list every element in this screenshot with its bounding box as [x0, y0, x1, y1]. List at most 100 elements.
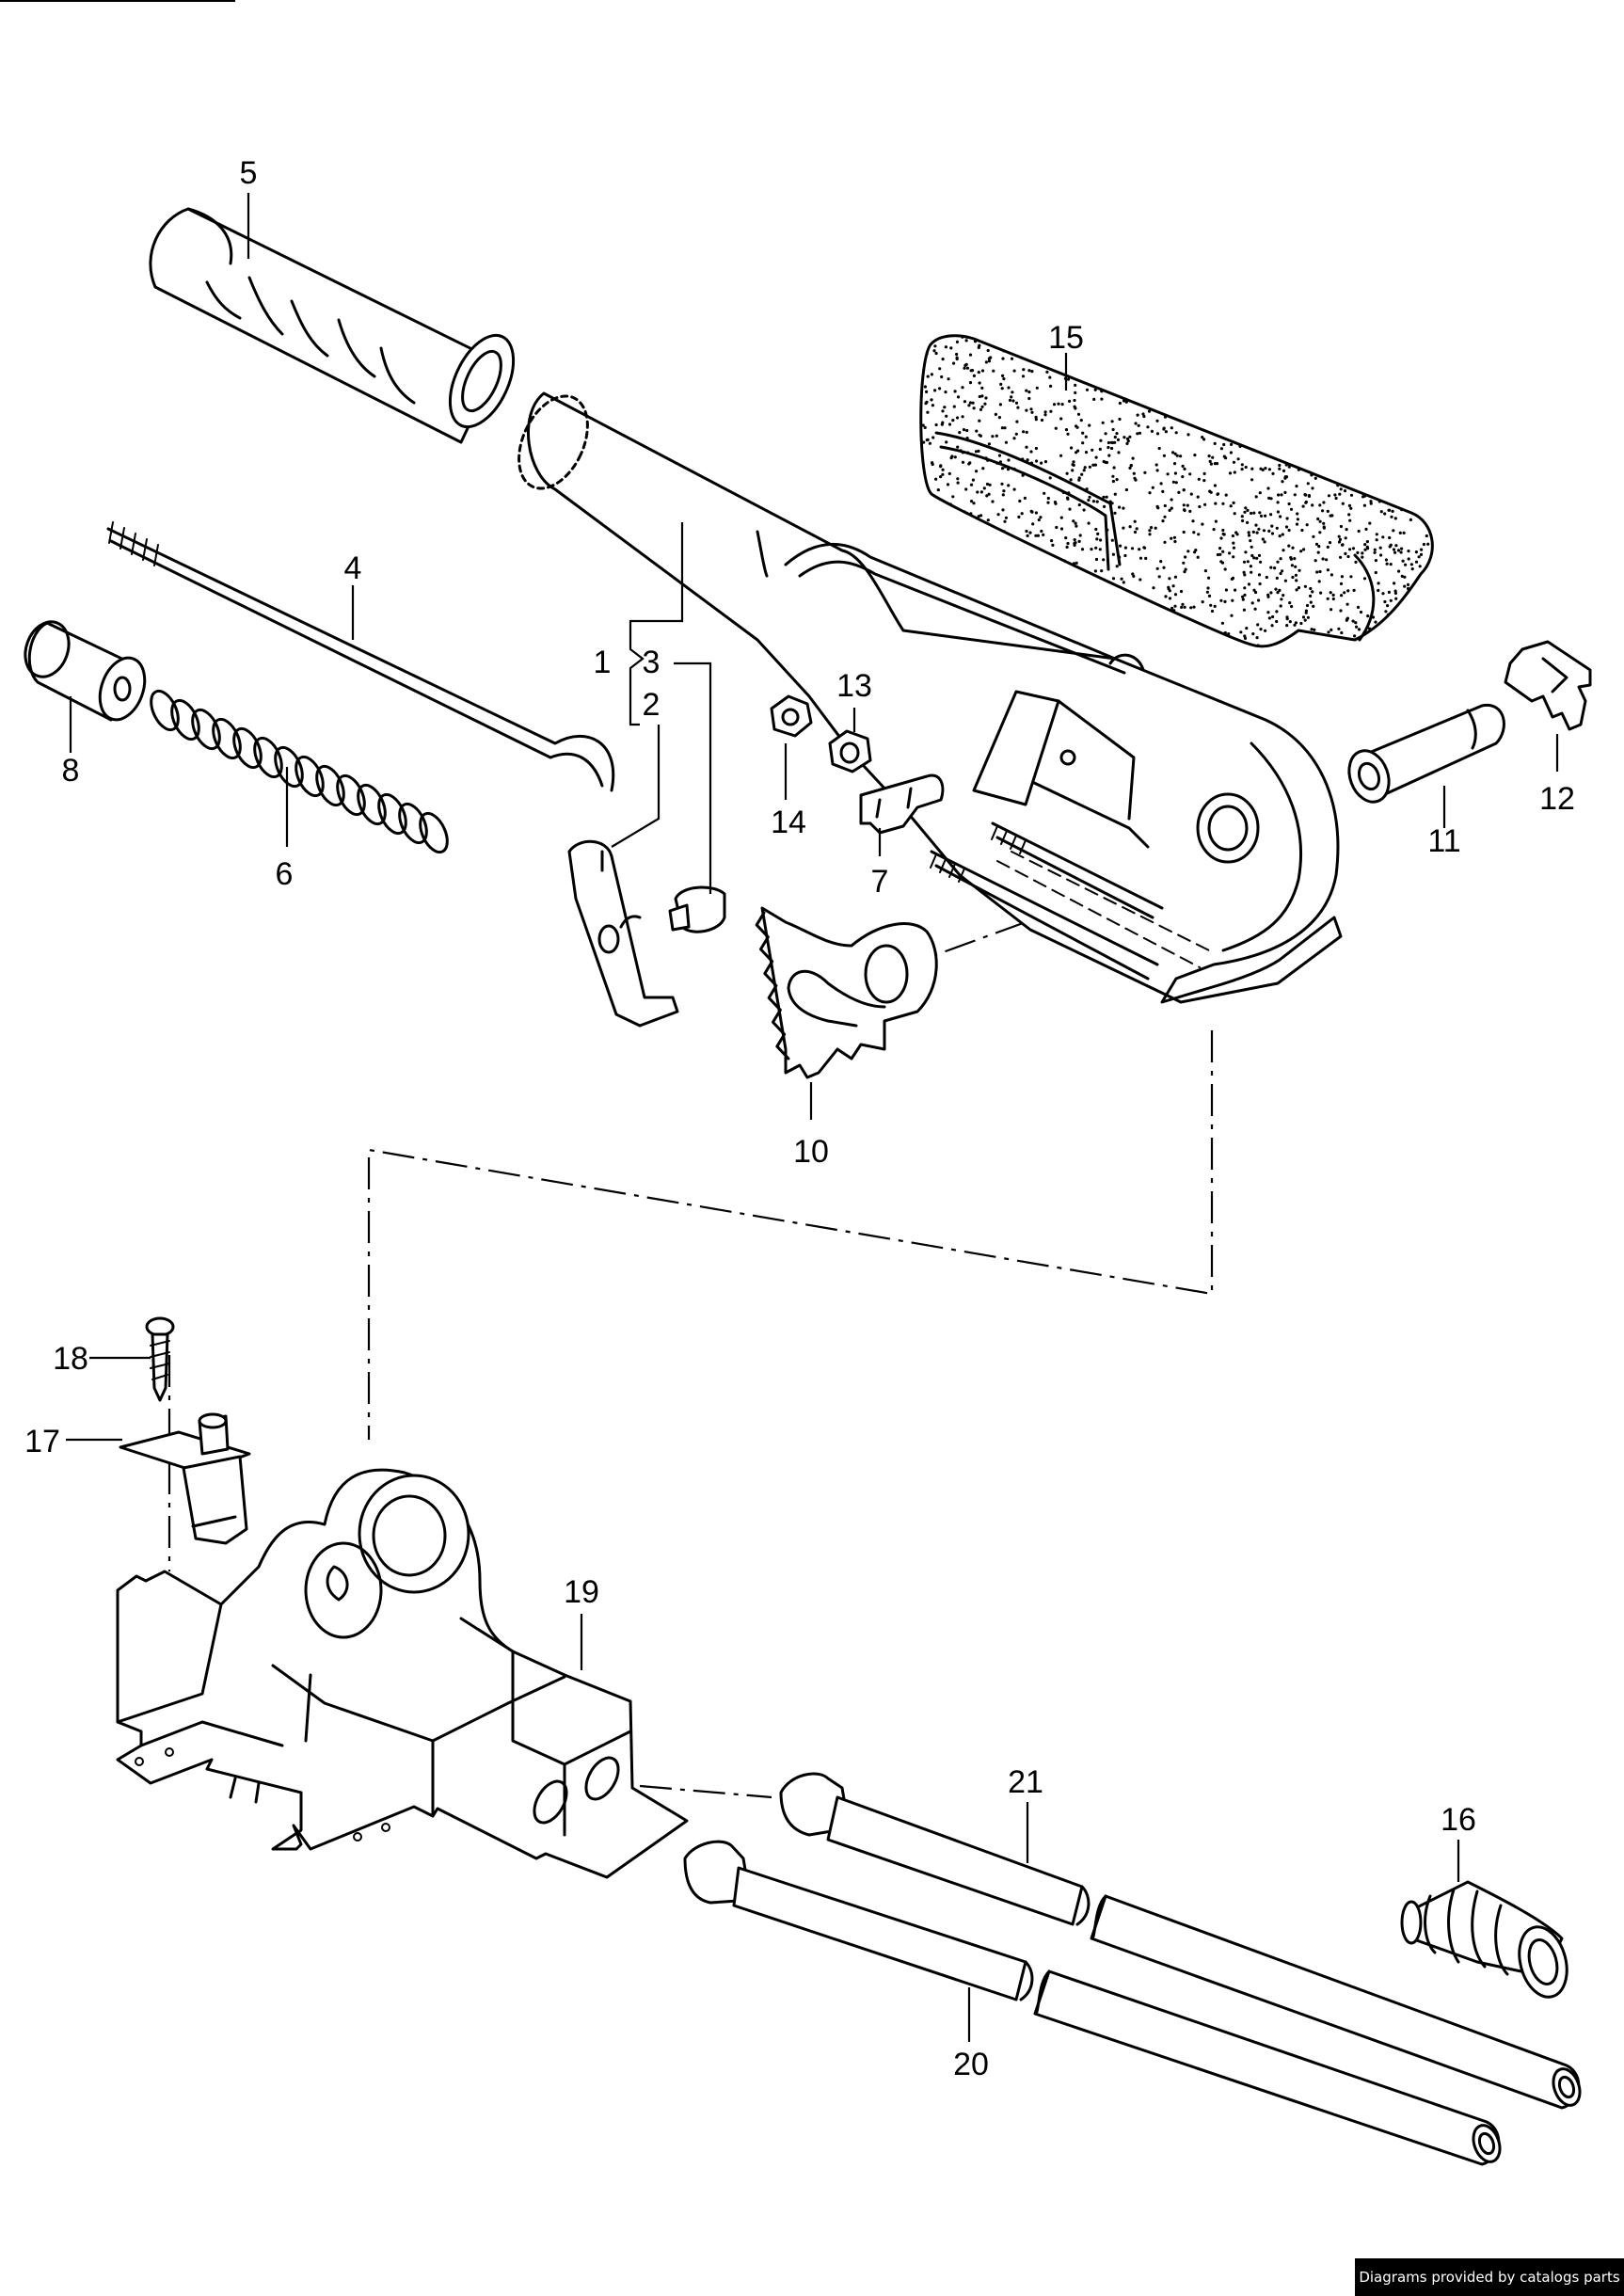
texture-dot	[1252, 556, 1256, 560]
texture-dot	[974, 450, 979, 454]
texture-dot	[1276, 501, 1280, 504]
texture-dot	[1250, 467, 1254, 470]
texture-dot	[1052, 403, 1057, 407]
texture-dot	[1294, 573, 1298, 577]
texture-dot	[1257, 598, 1261, 602]
texture-dot	[1082, 508, 1086, 512]
texture-dot	[1361, 555, 1364, 559]
texture-dot	[1310, 473, 1314, 477]
texture-dot	[925, 400, 929, 404]
texture-dot	[1029, 450, 1033, 454]
texture-dot	[1377, 582, 1380, 585]
texture-dot	[997, 416, 1001, 420]
part-3-pin	[668, 885, 726, 933]
texture-dot	[951, 419, 955, 423]
texture-dot	[1267, 468, 1271, 471]
texture-dot	[1319, 591, 1323, 595]
texture-dot	[1375, 533, 1378, 536]
texture-dot	[985, 482, 990, 486]
callout-6: 6	[276, 856, 294, 892]
texture-dot	[1170, 426, 1173, 430]
texture-dot	[961, 451, 964, 454]
texture-dot	[1379, 553, 1383, 557]
texture-dot	[1084, 435, 1088, 438]
texture-dot	[952, 361, 956, 365]
texture-dot	[956, 395, 961, 399]
texture-dot	[1191, 519, 1195, 523]
texture-dot	[1336, 484, 1340, 487]
texture-dot	[1029, 509, 1033, 514]
texture-dot	[1285, 624, 1289, 628]
texture-dot	[1281, 569, 1284, 573]
texture-dot	[1198, 504, 1202, 509]
texture-dot	[1270, 532, 1275, 535]
texture-dot	[1307, 494, 1311, 498]
texture-dot	[1095, 537, 1099, 541]
texture-dot	[1029, 461, 1034, 465]
texture-dot	[1163, 540, 1167, 544]
texture-dot	[1314, 476, 1317, 480]
texture-dot	[972, 407, 976, 410]
texture-dot	[1227, 632, 1231, 636]
texture-dot	[1281, 533, 1284, 536]
texture-dot	[1247, 582, 1251, 586]
texture-dot	[980, 369, 985, 373]
texture-dot	[1287, 544, 1291, 548]
texture-dot	[1015, 420, 1019, 423]
texture-dot	[1236, 457, 1240, 461]
texture-dot	[1270, 524, 1274, 528]
texture-dot	[1213, 462, 1217, 466]
texture-dot	[1374, 570, 1377, 575]
texture-dot	[1425, 534, 1428, 538]
texture-dot	[1251, 530, 1255, 534]
texture-dot	[973, 340, 978, 343]
texture-dot	[1276, 591, 1280, 595]
texture-dot	[950, 454, 954, 458]
texture-dot	[1357, 628, 1361, 631]
texture-dot	[1004, 516, 1008, 519]
texture-dot	[933, 389, 937, 392]
texture-dot	[972, 374, 976, 377]
texture-dot	[1339, 524, 1343, 529]
texture-dot	[1106, 528, 1109, 532]
texture-dot	[1099, 438, 1103, 442]
texture-dot	[1031, 522, 1035, 526]
texture-dot	[1000, 467, 1005, 470]
texture-dot	[1363, 548, 1367, 551]
texture-dot	[1059, 454, 1063, 457]
texture-dot	[1231, 576, 1235, 581]
texture-dot	[1253, 607, 1257, 611]
texture-dot	[1216, 492, 1220, 496]
texture-dot	[1259, 628, 1263, 631]
texture-dot	[1242, 570, 1246, 574]
texture-dot	[934, 477, 938, 481]
texture-dot	[1394, 597, 1398, 600]
texture-dot	[1252, 511, 1256, 515]
texture-dot	[1171, 451, 1175, 454]
texture-dot	[1277, 493, 1281, 497]
texture-dot	[1388, 545, 1392, 549]
texture-dot	[1002, 349, 1006, 353]
texture-dot	[1216, 552, 1219, 557]
texture-dot	[1074, 391, 1077, 394]
texture-dot	[939, 475, 943, 479]
texture-dot	[1293, 623, 1297, 627]
texture-dot	[1078, 534, 1082, 537]
spring-coil	[170, 698, 200, 741]
texture-dot	[921, 423, 925, 427]
texture-dot	[1186, 550, 1190, 553]
texture-dot	[1011, 399, 1015, 403]
texture-dot	[1329, 628, 1333, 632]
texture-dot	[1366, 614, 1370, 618]
texture-dot	[980, 394, 984, 398]
texture-dot	[1049, 409, 1053, 413]
texture-dot	[1269, 566, 1273, 569]
texture-dot	[1007, 458, 1011, 462]
texture-dot	[1100, 397, 1104, 401]
texture-dot	[1238, 444, 1242, 448]
texture-dot	[1402, 531, 1406, 535]
texture-dot	[1155, 419, 1159, 423]
texture-dot	[1321, 557, 1325, 561]
texture-dot	[922, 440, 926, 444]
texture-dot	[1246, 508, 1250, 513]
